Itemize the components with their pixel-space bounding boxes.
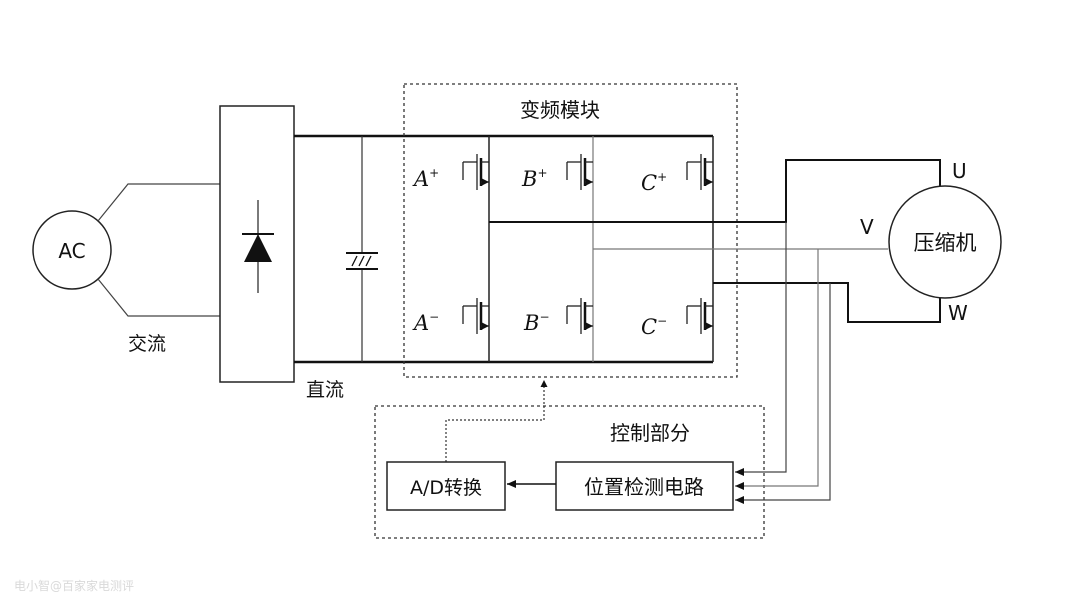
switch-c-plus xyxy=(686,154,713,190)
control-section-box xyxy=(374,405,765,539)
phase-u-label: U xyxy=(952,159,967,183)
inverter-module-title: 变频模块 xyxy=(520,98,600,122)
inverter-module-box xyxy=(403,83,738,378)
switch-label-a-plus: A+ xyxy=(412,166,439,191)
switch-label-b-minus: B− xyxy=(523,310,550,335)
rectifier xyxy=(219,105,295,383)
control-section-title: 控制部分 xyxy=(610,421,690,445)
dc-capacitor xyxy=(346,136,378,362)
position-detect-label: 位置检测电路 xyxy=(584,475,704,499)
ad-converter-block: A/D转换 xyxy=(386,461,506,511)
watermark: 电小智@百家家电测评 xyxy=(14,578,134,593)
switch-label-c-plus: C+ xyxy=(641,170,667,195)
phase-u-wire xyxy=(489,159,941,223)
switch-a-minus xyxy=(462,298,489,334)
ac-label: 交流 xyxy=(128,333,166,355)
switch-b-minus xyxy=(566,298,593,334)
phase-w-label: W xyxy=(948,301,968,325)
switch-a-plus xyxy=(462,154,489,190)
compressor: 压缩机 xyxy=(888,185,1002,299)
position-detect-block: 位置检测电路 xyxy=(555,461,734,511)
control-signal-line xyxy=(445,380,548,462)
ad-converter-label: A/D转换 xyxy=(410,477,482,499)
feedback-u xyxy=(735,222,787,476)
compressor-label: 压缩机 xyxy=(914,231,977,255)
diode-icon xyxy=(244,234,272,262)
ac-wire-bottom xyxy=(97,278,220,317)
phase-w-wire xyxy=(713,282,941,323)
switch-label-c-minus: C− xyxy=(641,314,667,339)
feedback-w xyxy=(735,283,831,504)
switch-c-minus xyxy=(686,298,713,334)
ac-wire-top xyxy=(97,183,220,222)
switch-label-a-minus: A− xyxy=(412,310,439,335)
dc-label: 直流 xyxy=(306,379,344,401)
ac-source: AC xyxy=(32,210,112,290)
phase-v-label: V xyxy=(860,215,874,239)
feedback-v xyxy=(735,249,819,490)
ac-source-label: AC xyxy=(58,239,85,263)
switch-label-b-plus: B+ xyxy=(521,166,548,191)
switch-b-plus xyxy=(566,154,593,190)
